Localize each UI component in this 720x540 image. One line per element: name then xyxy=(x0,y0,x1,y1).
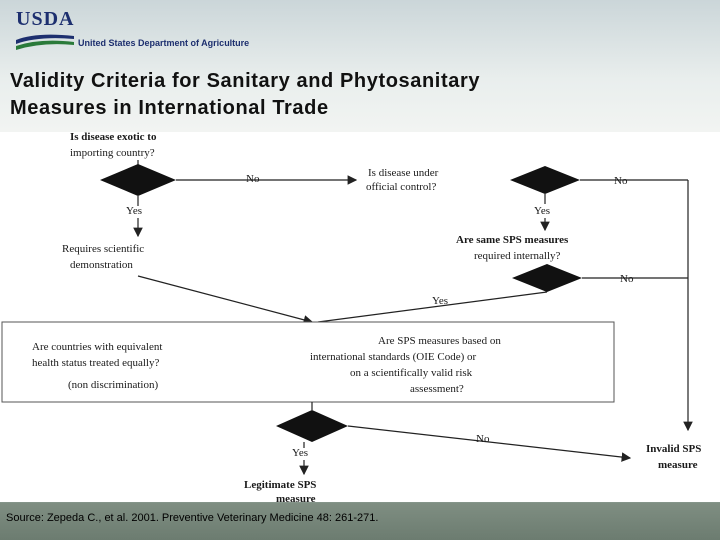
q1-yes-label: Yes xyxy=(126,205,142,217)
requires-to-box-arrow xyxy=(137,275,314,325)
q2-no-label: No xyxy=(614,175,628,187)
decision-diamond-2 xyxy=(510,166,580,194)
box-left-line2: health status treated equally? xyxy=(32,357,159,369)
q2-yes-label: Yes xyxy=(534,205,550,217)
q3-yes-line xyxy=(317,291,548,323)
criteria-box xyxy=(1,321,615,403)
final-no-arrow xyxy=(347,425,632,462)
footer-band xyxy=(0,503,720,540)
logo-wordmark: USDA xyxy=(16,8,75,30)
invalid-line1: Invalid SPS xyxy=(646,443,701,455)
box-right-line1: Are SPS measures based on xyxy=(378,335,501,347)
page-title: Validity Criteria for Sanitary and Phyto… xyxy=(10,68,710,122)
box-right-line3: on a scientifically valid risk xyxy=(350,367,473,379)
decision-diamond-4 xyxy=(276,410,348,442)
q3-no-label: No xyxy=(620,273,634,285)
title-line-1: Validity Criteria for Sanitary and Phyto… xyxy=(10,70,481,92)
q3-text-line2: required internally? xyxy=(474,250,561,262)
box-left-line3: (non discrimination) xyxy=(68,379,158,391)
q3-text-line1: Are same SPS measures xyxy=(456,234,569,246)
q2-text-line1: Is disease under xyxy=(368,167,439,179)
requires-text-line2: demonstration xyxy=(70,259,133,271)
requires-text-line1: Requires scientific xyxy=(62,243,144,255)
usda-logo: USDA United States Department of Agricul… xyxy=(16,8,256,52)
final-no-label: No xyxy=(476,433,490,445)
department-name: United States Department of Agriculture xyxy=(78,38,250,48)
q1-text-line1: Is disease exotic to xyxy=(70,132,157,143)
box-right-line2: international standards (OIE Code) or xyxy=(310,351,477,363)
legitimate-line1: Legitimate SPS xyxy=(244,479,316,491)
box-right-line4: assessment? xyxy=(410,383,464,395)
flowchart-svg: Is disease exotic to importing country? … xyxy=(1,131,701,505)
q1-no-label: No xyxy=(246,173,260,185)
decision-diamond-3 xyxy=(512,264,582,292)
box-left-line1: Are countries with equivalent xyxy=(32,341,162,353)
header-band xyxy=(0,0,720,132)
decision-diamond-1 xyxy=(100,164,176,196)
source-citation: Source: Zepeda C., et al. 2001. Preventi… xyxy=(6,512,379,524)
invalid-line2: measure xyxy=(658,459,698,471)
q1-text-line2: importing country? xyxy=(70,147,155,159)
flowchart: Is disease exotic to importing country? … xyxy=(0,131,720,505)
final-yes-label: Yes xyxy=(292,447,308,459)
q3-yes-label: Yes xyxy=(432,295,448,307)
logo-hills-icon xyxy=(16,34,74,50)
q2-text-line2: official control? xyxy=(366,181,436,193)
title-line-2: Measures in International Trade xyxy=(10,97,329,119)
legitimate-line2: measure xyxy=(276,493,316,502)
